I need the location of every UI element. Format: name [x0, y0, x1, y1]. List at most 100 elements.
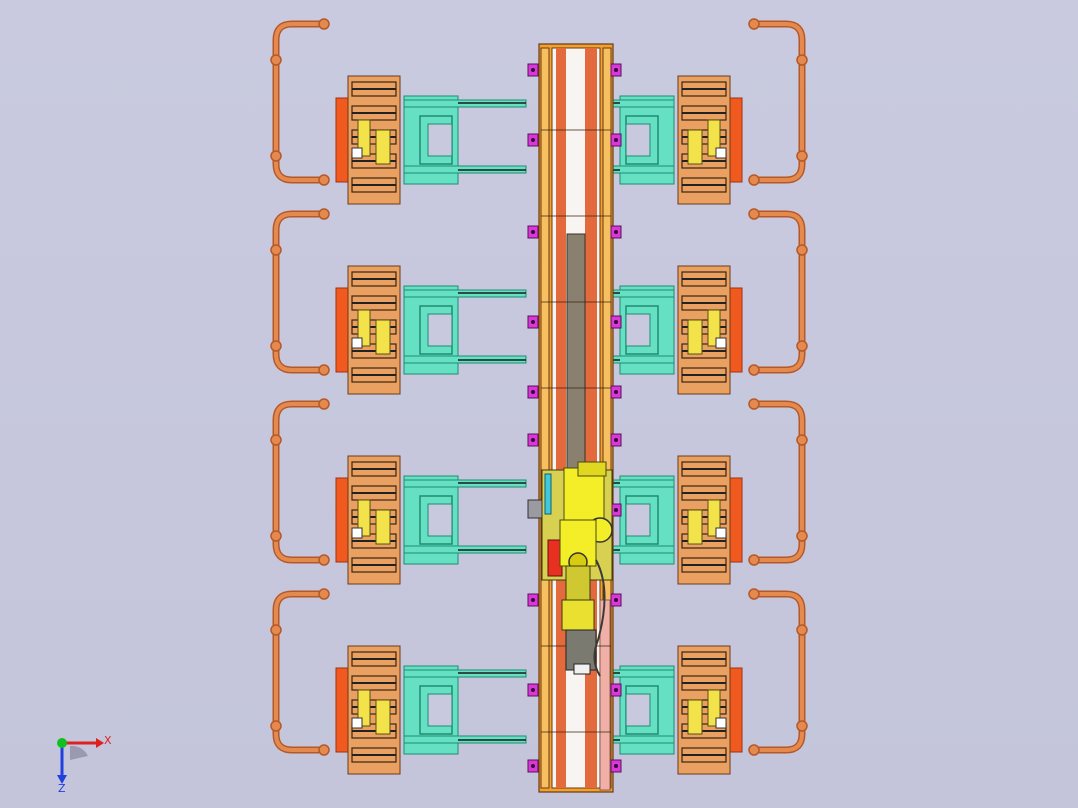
- clamp-cylinder: [707, 689, 721, 727]
- clamp-cylinder: [687, 509, 703, 545]
- clamp-cylinder-cap: [715, 147, 727, 159]
- pipe-loop-highlight: [752, 592, 804, 752]
- mounting-bolt-hole: [531, 320, 535, 324]
- clamp-cylinder-cap: [715, 717, 727, 729]
- robot-cyan-cable: [544, 473, 552, 515]
- mounting-bolt-hole: [614, 320, 618, 324]
- clamp-cylinder-cap: [351, 337, 363, 349]
- left-station-2: [270, 208, 527, 395]
- pipe-loop: [272, 400, 328, 564]
- fixture-slot-inner: [625, 123, 651, 157]
- fixture-slot-inner: [427, 693, 453, 727]
- clamp-cylinder: [375, 699, 391, 735]
- robot-motor-head: [577, 461, 607, 477]
- pipe-fitting: [748, 398, 760, 410]
- clamp-body: [347, 265, 401, 395]
- fixture-slot: [419, 115, 453, 165]
- pipe-fitting: [748, 174, 760, 186]
- axis-rotation-shade: [70, 745, 88, 760]
- pipe-fitting: [270, 340, 282, 352]
- clamp-cylinder: [707, 499, 721, 537]
- clamp-cylinder-cap: [351, 147, 363, 159]
- mounting-bolt-hole: [531, 68, 535, 72]
- pipe-fitting: [318, 208, 330, 220]
- right-station-2: [551, 208, 808, 395]
- clamp-cylinder: [357, 689, 371, 727]
- clamp-body: [677, 75, 731, 205]
- pipe-fitting: [748, 208, 760, 220]
- track-inner-strip-right: [585, 48, 597, 788]
- left-station-1: [270, 18, 527, 205]
- pipe-loop: [750, 210, 806, 374]
- pipe-loop: [750, 590, 806, 754]
- pipe-fitting: [748, 18, 760, 30]
- fixture-slot: [625, 115, 659, 165]
- mounting-bolt-hole: [531, 688, 535, 692]
- mounting-bolt-hole: [531, 390, 535, 394]
- pipe-fitting: [318, 174, 330, 186]
- clamp-cylinder: [687, 319, 703, 355]
- mounting-bolt-hole: [531, 438, 535, 442]
- mounting-bolt-hole: [531, 230, 535, 234]
- robot-tool-tip: [573, 663, 591, 675]
- right-station-1: [551, 18, 808, 205]
- clamp-cylinder: [687, 129, 703, 165]
- clamp-body: [677, 265, 731, 395]
- pipe-fitting: [796, 54, 808, 66]
- pipe-fitting: [318, 588, 330, 600]
- pipe-loop: [272, 210, 328, 374]
- left-station-3: [270, 398, 527, 585]
- clamp-cylinder-cap: [715, 527, 727, 539]
- mounting-bolt-hole: [614, 438, 618, 442]
- clamp-cylinder: [357, 119, 371, 157]
- fixture-slot: [419, 495, 453, 545]
- pipe-fitting: [748, 554, 760, 566]
- clamp-body: [677, 645, 731, 775]
- pipe-loop-highlight: [274, 402, 326, 562]
- pipe-fitting: [796, 530, 808, 542]
- pipe-fitting: [270, 150, 282, 162]
- clamp-cylinder: [357, 499, 371, 537]
- clamp-cylinder-cap: [715, 337, 727, 349]
- mounting-bolt-hole: [614, 764, 618, 768]
- clamp-body: [677, 455, 731, 585]
- pipe-fitting: [318, 554, 330, 566]
- pipe-fitting: [318, 398, 330, 410]
- pipe-fitting: [796, 624, 808, 636]
- left-station-4: [270, 588, 527, 775]
- pipe-fitting: [270, 530, 282, 542]
- fixture-slot: [625, 685, 659, 735]
- fixture-slot-inner: [625, 503, 651, 537]
- pipe-loop: [272, 20, 328, 184]
- robot-cable-hose: [593, 559, 606, 677]
- fixture-slot-inner: [625, 313, 651, 347]
- pipe-loop: [272, 590, 328, 754]
- right-fixture-stations: [551, 18, 808, 775]
- pipe-loop: [750, 20, 806, 184]
- pipe-fitting: [270, 434, 282, 446]
- track-rail-left: [540, 47, 550, 789]
- pipe-fitting: [748, 588, 760, 600]
- mounting-bolt-hole: [614, 508, 618, 512]
- axis-z-arrow: [57, 775, 67, 784]
- fixture-slot-inner: [427, 313, 453, 347]
- pipe-loop-highlight: [752, 212, 804, 372]
- clamp-cylinder-cap: [351, 717, 363, 729]
- fixture-slot-inner: [625, 693, 651, 727]
- clamp-cylinder: [375, 319, 391, 355]
- pipe-loop-highlight: [274, 592, 326, 752]
- axis-z-label: Z: [58, 782, 66, 795]
- mounting-bolt-hole: [614, 230, 618, 234]
- pipe-fitting: [748, 364, 760, 376]
- track-inner-strip-left: [556, 48, 566, 788]
- fixture-slot-inner: [427, 503, 453, 537]
- pipe-loop-highlight: [274, 22, 326, 182]
- mounting-bolt-hole: [614, 598, 618, 602]
- fixture-slot: [625, 305, 659, 355]
- pipe-fitting: [796, 244, 808, 256]
- pipe-fitting: [318, 364, 330, 376]
- gantry-robot: [527, 461, 613, 677]
- pipe-fitting: [270, 244, 282, 256]
- fixture-slot: [625, 495, 659, 545]
